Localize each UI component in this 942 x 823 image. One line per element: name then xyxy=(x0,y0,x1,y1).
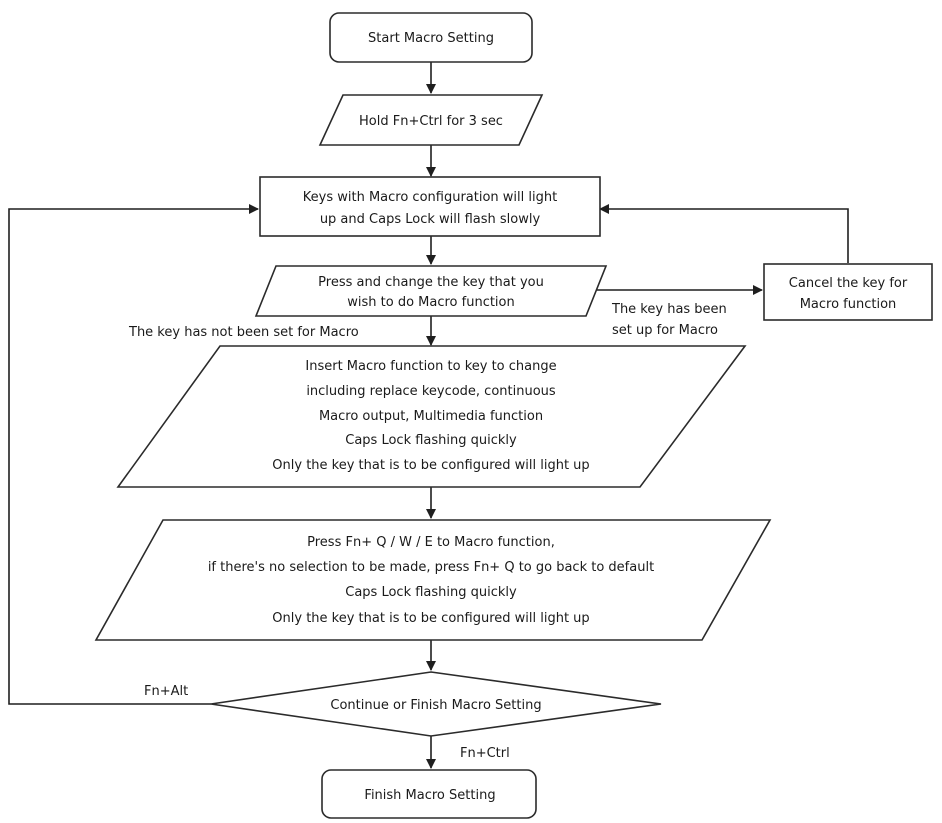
press-key-node-line-1: Press and change the key that you xyxy=(318,275,544,290)
fn-qwe-node-line-1: Press Fn+ Q / W / E to Macro function, xyxy=(307,535,555,550)
decision-node: Continue or Finish Macro Setting xyxy=(210,671,662,737)
edge-label-been-set-line-2: set up for Macro xyxy=(612,323,718,338)
insert-macro-node-line-1: Insert Macro function to key to change xyxy=(305,359,556,374)
start-node-box xyxy=(329,12,533,63)
fn-qwe-node-shape xyxy=(94,519,772,641)
press-key-node-shape xyxy=(254,265,608,317)
insert-macro-node-line-4: Caps Lock flashing quickly xyxy=(345,433,517,448)
arrow-cancel-to-light xyxy=(599,204,849,263)
press-key-node-line-2: wish to do Macro function xyxy=(347,295,515,310)
insert-macro-node-line-3: Macro output, Multimedia function xyxy=(319,409,543,424)
edge-label-fn-ctrl: Fn+Ctrl xyxy=(460,746,510,761)
cancel-node-line-2: Macro function xyxy=(800,297,897,312)
light-up-node-line-1: Keys with Macro configuration will light xyxy=(303,190,557,205)
decision-node-shape xyxy=(210,671,662,737)
fn-qwe-node-line-3: Caps Lock flashing quickly xyxy=(345,585,517,600)
finish-node-box xyxy=(321,769,537,819)
arrow-decision-loop-back xyxy=(8,204,259,705)
fn-qwe-node-line-4: Only the key that is to be configured wi… xyxy=(272,611,589,626)
finish-node: Finish Macro Setting xyxy=(321,769,537,819)
hold-input-node-shape xyxy=(318,94,544,146)
decision-node-label: Continue or Finish Macro Setting xyxy=(330,698,541,713)
fn-qwe-node: Press Fn+ Q / W / E to Macro function, i… xyxy=(94,519,772,641)
light-up-node-box xyxy=(259,176,601,237)
hold-input-node-label: Hold Fn+Ctrl for 3 sec xyxy=(359,114,503,129)
edge-label-been-set-line-1: The key has been xyxy=(611,302,727,317)
edge-label-fn-alt: Fn+Alt xyxy=(144,684,188,699)
light-up-node: Keys with Macro configuration will light… xyxy=(259,176,601,237)
insert-macro-node-shape xyxy=(116,345,747,488)
insert-macro-node: Insert Macro function to key to change i… xyxy=(116,345,747,488)
insert-macro-node-line-5: Only the key that is to be configured wi… xyxy=(272,458,589,473)
cancel-node-box xyxy=(763,263,933,321)
edge-label-not-set: The key has not been set for Macro xyxy=(128,325,359,340)
cancel-node-line-1: Cancel the key for xyxy=(789,276,908,291)
cancel-node: Cancel the key for Macro function xyxy=(763,263,933,321)
hold-input-node: Hold Fn+Ctrl for 3 sec xyxy=(318,94,544,146)
insert-macro-node-line-2: including replace keycode, continuous xyxy=(306,384,556,399)
light-up-node-line-2: up and Caps Lock will flash slowly xyxy=(320,212,541,227)
finish-node-label: Finish Macro Setting xyxy=(364,788,495,803)
press-key-node: Press and change the key that you wish t… xyxy=(254,265,608,317)
fn-qwe-node-line-2: if there's no selection to be made, pres… xyxy=(208,560,654,575)
start-node: Start Macro Setting xyxy=(329,12,533,63)
start-node-label: Start Macro Setting xyxy=(368,31,494,46)
